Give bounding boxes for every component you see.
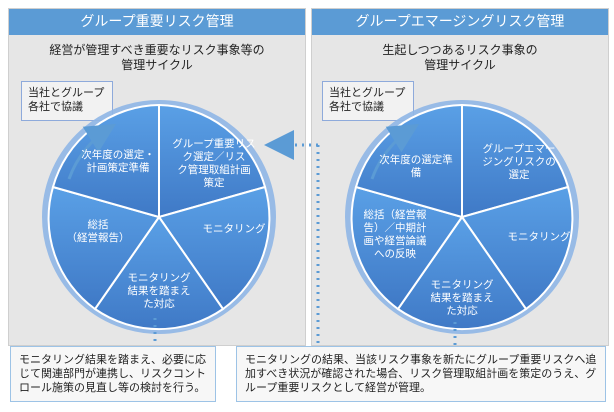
consult-callout-right: 当社とグループ 各社で協議 <box>322 81 414 121</box>
panel-header-group-key-risk: グループ重要リスク管理 <box>9 9 305 35</box>
segment-label-planning-left: グループ重要リス ク選定／リス ク管理取組計画 策定 <box>172 138 256 189</box>
segment-label-summary-right: 総括（経営報 告）／中期計 画や経営論議 への反映 <box>363 209 427 260</box>
segment-monitoring-left <box>157 185 271 311</box>
segment-label-summary-left: 総括 （経営報告） <box>66 219 130 244</box>
note-left: モニタリング結果を踏まえ、必要に応じて関連部門が連携し、リスクコントロール施策の… <box>10 346 216 402</box>
segment-label-monitoring-right: モニタリング <box>507 231 571 243</box>
cycle-arrow-right <box>370 123 420 180</box>
segment-label-prep-left: 次年度の選定・ 計画策定準備 <box>81 149 155 174</box>
cycle-wheel-right <box>345 100 579 334</box>
panel-subtitle-group-emerging-risk: 生起しつつあるリスク事象の 管理サイクル <box>382 43 538 72</box>
note-right: モニタリングの結果、当該リスク事象を新たにグループ重要リスクへ追加すべき状況が確… <box>236 346 606 402</box>
consult-callout-left: 当社とグループ 各社で協議 <box>21 81 113 121</box>
segment-planning-left <box>158 103 267 219</box>
segment-label-selection-right: グループエマー ジングリスクの 選定 <box>482 143 556 181</box>
panel-group-key-risk: グループ重要リスク管理 経営が管理すべき重要なリスク事象等の 管理サイクル 当社… <box>8 8 306 346</box>
segment-response-right <box>396 215 528 331</box>
segment-label-response-left: モニタリング 結果を踏まえ た対応 <box>127 272 191 310</box>
segment-monitoring-right <box>460 185 574 311</box>
segment-summary-left <box>47 185 161 311</box>
panel-header-group-emerging-risk: グループエマージングリスク管理 <box>312 9 608 35</box>
segment-label-monitoring-left: モニタリング <box>202 223 266 235</box>
cycle-wheel-left <box>42 100 276 334</box>
panel-subtitle-group-key-risk: 経営が管理すべき重要なリスク事象等の 管理サイクル <box>49 43 265 72</box>
segment-selection-right <box>461 103 570 219</box>
panel-group-emerging-risk: グループエマージングリスク管理 生起しつつあるリスク事象の 管理サイクル 当社と… <box>311 8 609 346</box>
segment-label-response-right: モニタリング 結果を踏まえ た対応 <box>430 279 494 317</box>
segment-summary-right <box>350 185 464 311</box>
cycle-arrow-left <box>67 123 117 180</box>
segment-label-prep-right: 次年度の選定準 備 <box>379 154 453 179</box>
segment-response-left <box>93 215 225 331</box>
